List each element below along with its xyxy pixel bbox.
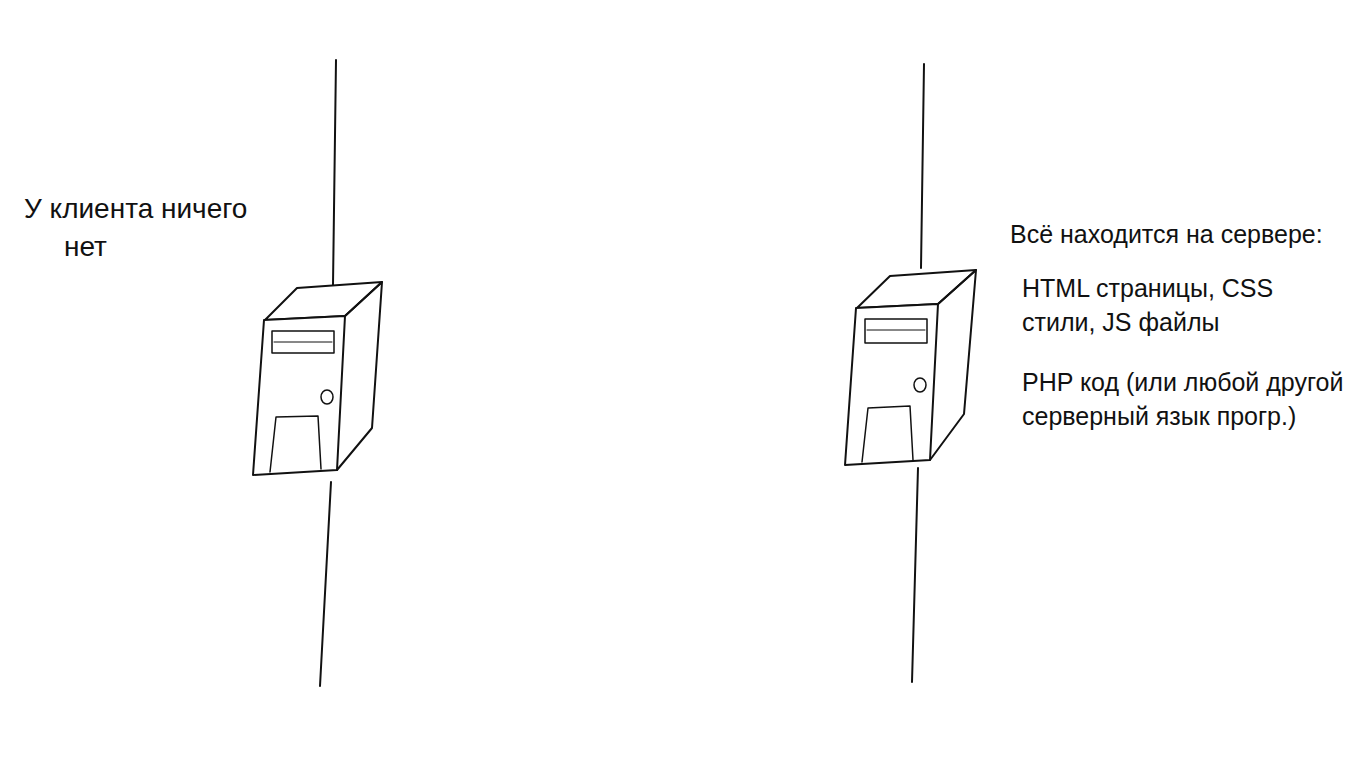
computer-tower [845,270,976,465]
divider-line [320,482,331,686]
note-text: Всё находится на сервере: [1010,218,1360,252]
divider-line [921,64,924,268]
note-text: У клиента ничего нет [24,190,259,266]
divider-line [912,468,918,682]
note-text: PHP код (или любой другой серверный язык… [1022,366,1360,434]
divider-line [333,60,336,285]
note-text: HTML страницы, CSS стили, JS файлы [1022,272,1277,340]
computer-tower [253,282,382,475]
